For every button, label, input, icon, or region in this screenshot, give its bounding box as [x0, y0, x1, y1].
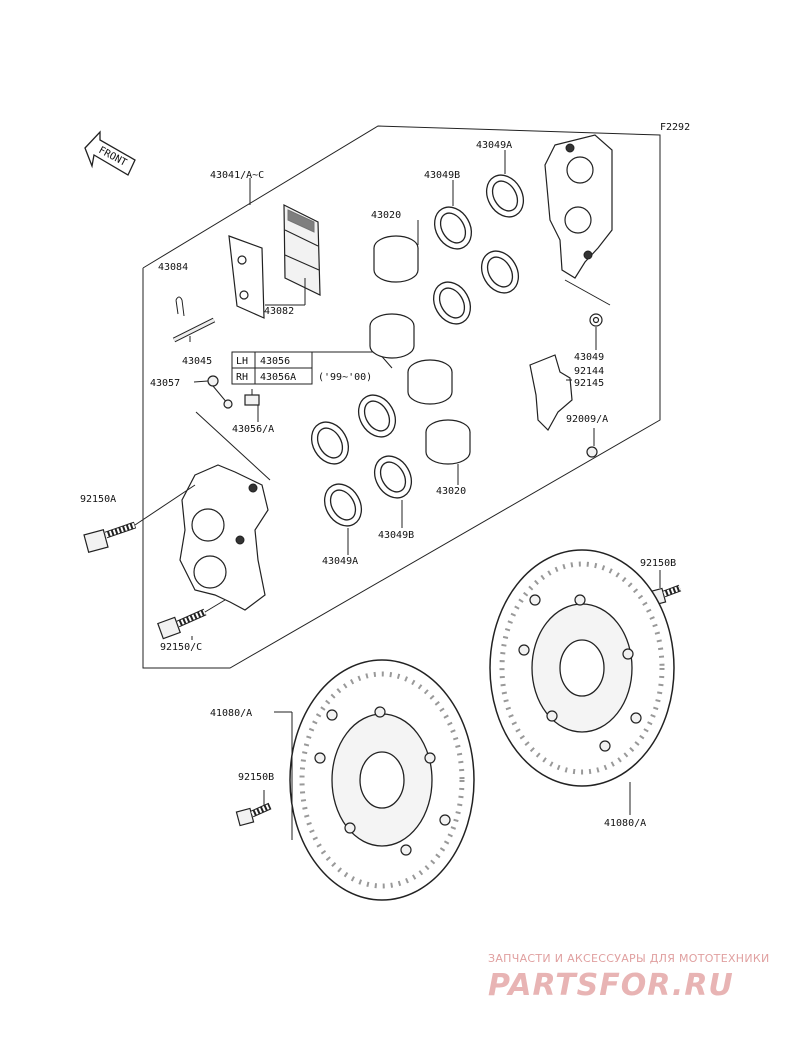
label-92150a: 92150A [80, 494, 116, 505]
caliper-half-left [179, 464, 269, 611]
table-rh-part: 43056A [260, 372, 296, 383]
label-43056a: 43056/A [232, 424, 274, 435]
label-92150b-left: 92150B [238, 772, 274, 783]
caliper-bolt-92150a [83, 521, 137, 554]
label-92009: 92009/A [566, 414, 608, 425]
bleeder-valve [244, 389, 260, 406]
pad-spring-plate [529, 354, 573, 431]
caliper-assembly-boundary [142, 125, 661, 669]
watermark-tagline: ЗАПЧАСТИ И АКСЕССУАРЫ ДЛЯ МОТОТЕХНИКИ [488, 952, 770, 965]
front-direction-arrow: FRONT [84, 130, 136, 176]
table-rh-side: RH [236, 372, 248, 383]
label-43049a-bottom: 43049A [322, 556, 358, 567]
piston-top [373, 235, 419, 283]
label-43049a-top: 43049A [476, 140, 512, 151]
label-43045: 43045 [182, 356, 212, 367]
table-lh-part: 43056 [260, 356, 290, 367]
label-43082: 43082 [264, 306, 294, 317]
leader-lines [189, 150, 661, 840]
piston-mid-right [407, 359, 453, 405]
caliper-washer [589, 313, 603, 327]
table-lh-side: LH [236, 356, 248, 367]
label-43020-bottom: 43020 [436, 486, 466, 497]
label-41080-right: 41080/A [604, 818, 646, 829]
watermark-brand: PARTSFOR.RU [488, 968, 734, 1003]
brake-pad-front [283, 204, 321, 296]
disc-bolt-left [235, 802, 272, 827]
label-43049b-bottom: 43049B [378, 530, 414, 541]
label-43049b-top: 43049B [424, 170, 460, 181]
label-43041: 43041/A~C [210, 170, 264, 181]
piston-mid-left [369, 313, 415, 359]
small-bolt-92009 [586, 446, 598, 458]
brake-disc-left [289, 659, 475, 901]
label-43049: 43049 [574, 352, 604, 363]
pad-spring-clip [175, 296, 185, 317]
label-92150b-right: 92150B [640, 558, 676, 569]
table-year-note: ('99~'00) [318, 372, 372, 383]
figure-code: F2292 [660, 122, 690, 133]
pad-pin [172, 317, 216, 343]
label-92150c: 92150/C [160, 642, 202, 653]
label-43020-top: 43020 [371, 210, 401, 221]
label-43057: 43057 [150, 378, 180, 389]
piston-bottom [425, 419, 471, 465]
caliper-half-right [544, 134, 613, 279]
label-41080-left: 41080/A [210, 708, 252, 719]
label-92144: 92144 [574, 366, 604, 377]
brake-pad-rear [228, 235, 265, 319]
bleeder-cap [207, 375, 233, 409]
label-92145: 92145 [574, 378, 604, 389]
label-43084: 43084 [158, 262, 188, 273]
brake-disc-right [489, 549, 675, 787]
side-variant-table: LH 43056 RH 43056A ('99~'00) [231, 351, 393, 385]
caliper-bolt-92150c [157, 608, 207, 640]
seals [310, 174, 525, 527]
